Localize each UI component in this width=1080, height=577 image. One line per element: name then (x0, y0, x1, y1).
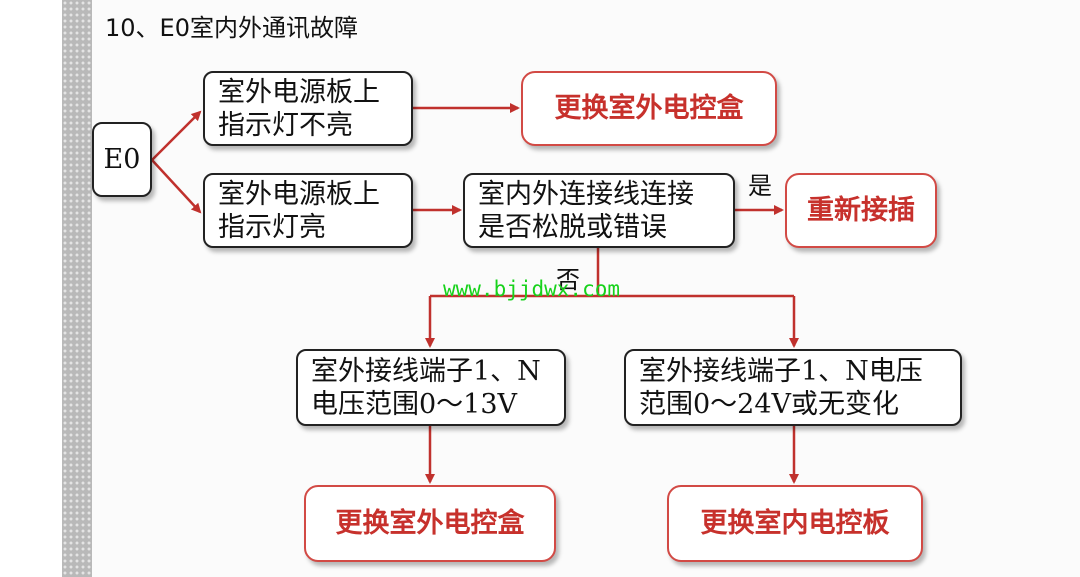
arrow-e0-to-led-off (151, 110, 202, 161)
node-voltage-0-13: 室外接线端子1、N 电压范围0～13V (296, 349, 566, 426)
label-no: 否 (556, 266, 580, 294)
node-check-wiring: 室内外连接线连接 是否松脱或错误 (463, 173, 735, 248)
slide-title: 10、E0室内外通讯故障 (105, 14, 358, 42)
node-reconnect: 重新接插 (785, 173, 937, 248)
label-yes: 是 (748, 172, 772, 200)
watermark-text: www.bjjdwx.com (443, 277, 621, 301)
node-led-on: 室外电源板上 指示灯亮 (203, 173, 413, 248)
node-led-off: 室外电源板上 指示灯不亮 (203, 71, 413, 146)
node-replace-indoor-board: 更换室内电控板 (667, 485, 923, 562)
arrow-e0-to-led-on (151, 159, 202, 214)
node-replace-outdoor-box-bottom: 更换室外电控盒 (304, 485, 556, 562)
node-voltage-0-24: 室外接线端子1、N电压 范围0～24V或无变化 (624, 349, 962, 426)
left-dotted-strip (62, 0, 92, 577)
node-e0: E0 (92, 122, 152, 197)
node-replace-outdoor-box-top: 更换室外电控盒 (521, 71, 777, 146)
